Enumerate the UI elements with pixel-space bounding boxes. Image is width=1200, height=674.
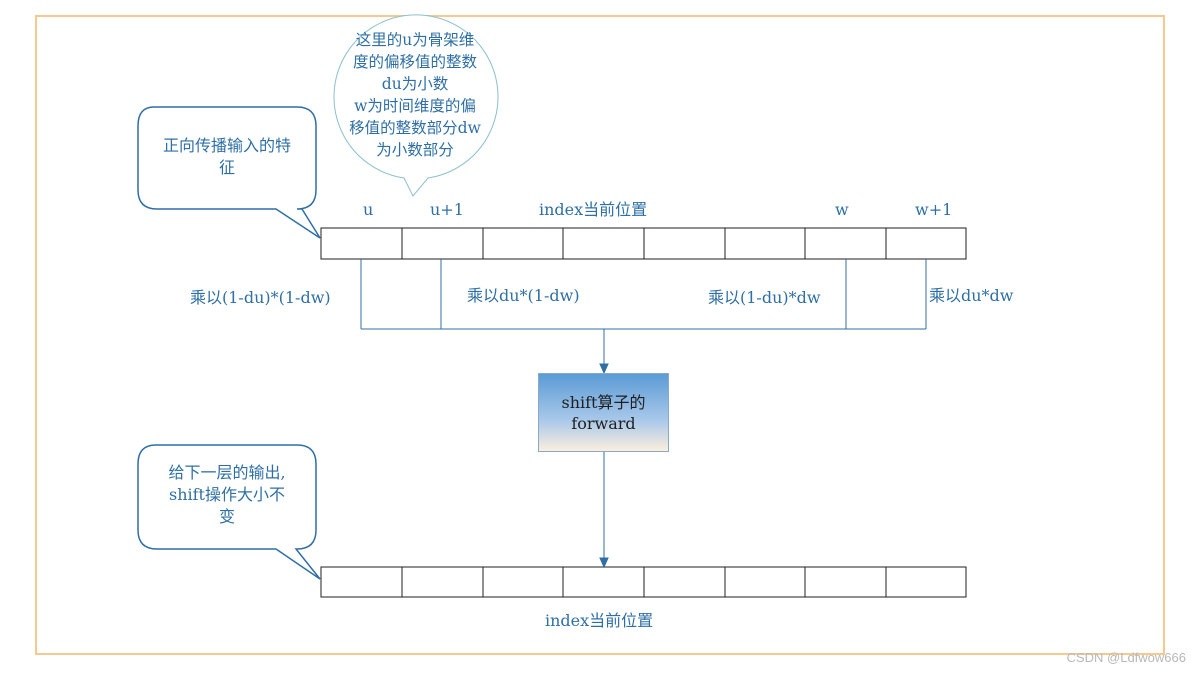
top-bubble-line: w为时间维度的偏 <box>354 97 476 115</box>
weight-connectors <box>360 259 927 330</box>
output-cell <box>401 566 484 598</box>
input-note-line: 征 <box>218 158 235 177</box>
top-bubble-line: 移值的整数部分dw <box>349 119 481 137</box>
input-cell <box>482 227 564 260</box>
output-index-label: index当前位置 <box>545 611 654 630</box>
input-cell <box>885 227 967 260</box>
shift-forward-operator: shift算子的 forward <box>538 373 669 452</box>
top-bubble-line: du为小数 <box>381 75 449 93</box>
label-u-plus-1: u+1 <box>430 200 464 219</box>
output-note-callout <box>137 444 321 580</box>
input-cell <box>320 227 403 260</box>
output-note-line: 变 <box>218 507 235 526</box>
top-bubble-line: 为小数部分 <box>376 141 454 159</box>
input-note-line: 正向传播输入的特 <box>162 136 291 155</box>
input-note-text: 正向传播输入的特 征 <box>142 135 312 179</box>
weight-label-3: 乘以(1-du)*dw <box>708 288 821 307</box>
operator-line-2: forward <box>571 413 636 433</box>
output-cell <box>562 566 645 598</box>
arrow-head <box>599 557 609 569</box>
output-note-line: 给下一层的输出, <box>168 463 286 482</box>
output-cell <box>482 566 564 598</box>
output-row <box>320 566 967 598</box>
weight-label-4: 乘以du*dw <box>929 286 1014 305</box>
watermark: CSDN @Ldfwow666 <box>1066 650 1186 665</box>
top-bubble-line: 度的偏移值的整数 <box>352 53 477 71</box>
label-w: w <box>835 200 849 219</box>
input-cell <box>643 227 726 260</box>
output-cell <box>885 566 967 598</box>
operator-line-1: shift算子的 <box>561 392 646 412</box>
arrow-head <box>599 363 609 375</box>
flow-arrows <box>599 329 609 569</box>
input-cell <box>804 227 887 260</box>
input-cell <box>401 227 484 260</box>
label-w-plus-1: w+1 <box>915 200 953 219</box>
diagram-frame <box>35 15 1165 655</box>
label-u: u <box>363 200 374 219</box>
top-thought-bubble <box>333 14 499 197</box>
top-bubble-text: 这里的u为骨架维 度的偏移值的整数 du为小数 w为时间维度的偏 移值的整数部分… <box>330 29 500 161</box>
input-row <box>320 227 967 260</box>
input-note-callout <box>137 106 321 239</box>
top-bubble-line: 这里的u为骨架维 <box>355 31 475 49</box>
output-note-text: 给下一层的输出, shift操作大小不 变 <box>142 462 312 528</box>
output-cell <box>320 566 403 598</box>
input-cell <box>724 227 806 260</box>
output-cell <box>643 566 726 598</box>
weight-label-2: 乘以du*(1-dw) <box>467 286 580 305</box>
output-cell <box>724 566 806 598</box>
weight-label-1: 乘以(1-du)*(1-dw) <box>190 288 331 307</box>
output-note-line: shift操作大小不 <box>169 485 285 504</box>
input-cell <box>562 227 645 260</box>
label-index-current: index当前位置 <box>539 200 648 219</box>
output-cell <box>804 566 887 598</box>
